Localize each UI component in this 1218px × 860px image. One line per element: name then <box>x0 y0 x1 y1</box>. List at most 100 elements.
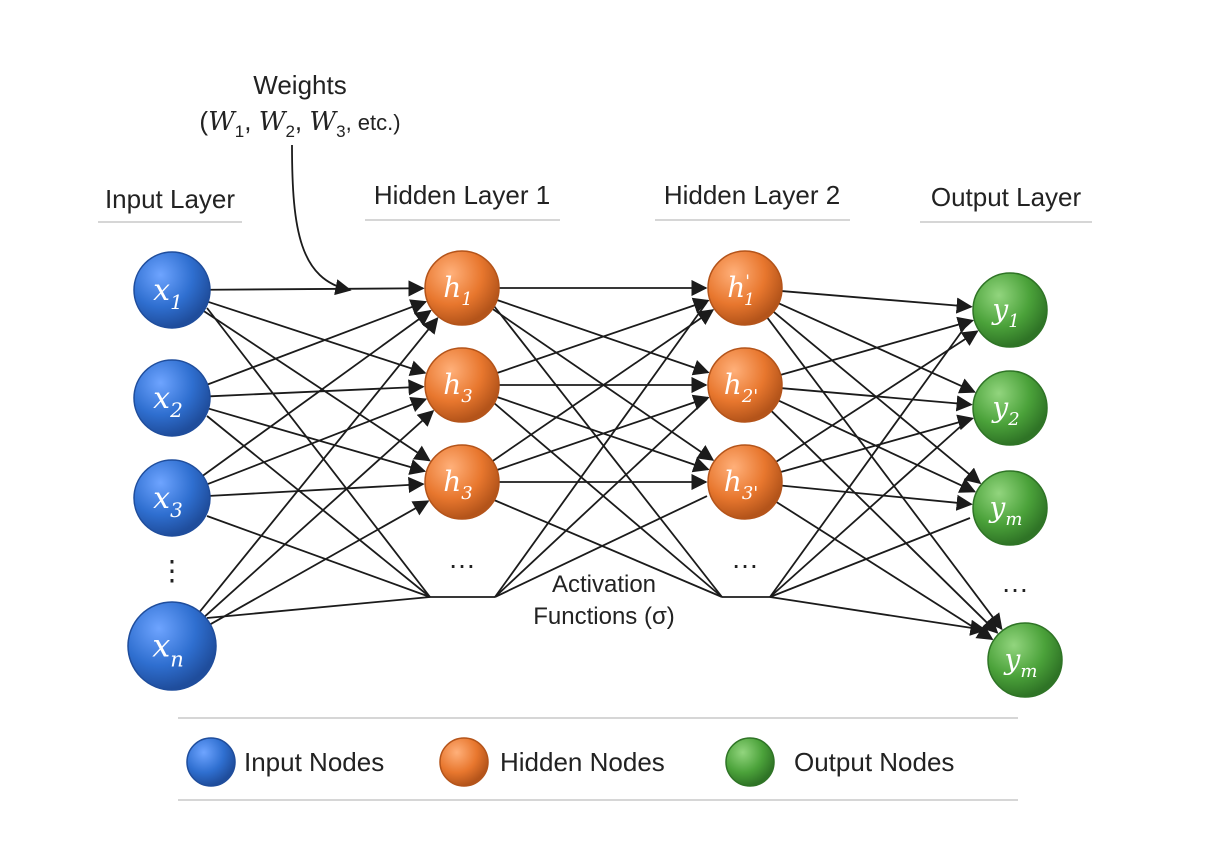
edge-hidden1-2-to-hidden2-1 <box>496 297 710 374</box>
hidden2-node-1: h'1 <box>707 250 783 326</box>
edge-input-2-to-hidden1-2 <box>209 379 425 398</box>
edge-hidden1-3-to-hidden2-2 <box>496 394 710 471</box>
edge-input-4-to-hidden1-2 <box>204 410 435 618</box>
weights-formula: (W1, W2, W3, etc.) <box>199 106 400 141</box>
edge-hidden1-ellipsis-to-hidden2-2 <box>494 398 708 598</box>
input-layer-title: Input Layer <box>105 184 235 214</box>
edge-input-1-to-hidden1-2 <box>207 300 427 377</box>
weights-annotation: Weights (W1, W2, W3, etc.) <box>199 70 401 296</box>
hidden2-node-label: h3' <box>724 465 758 504</box>
legend: Input Nodes Hidden Nodes Output Nodes <box>178 717 1018 801</box>
output-node-label: ym <box>988 491 1023 530</box>
input-node-circle <box>133 359 211 437</box>
edge-input-1-to-hidden1-1 <box>209 280 425 297</box>
edge-input-3-to-hidden1-2 <box>207 396 428 486</box>
edge-input-3-to-hidden1-ellipsis <box>206 515 431 598</box>
weights-pointer-arrow <box>291 144 352 296</box>
hidden1-node-1: h1 <box>424 250 500 326</box>
output-node-label: y1 <box>990 293 1019 332</box>
input-node-circle <box>133 459 211 537</box>
edge-input-1-to-hidden1-ellipsis <box>206 307 431 598</box>
legend-input-label: Input Nodes <box>244 747 384 777</box>
input-node-2: x2 <box>133 359 211 437</box>
edge-input-4-to-hidden1-3 <box>209 500 430 626</box>
output-node-2: y2 <box>972 370 1048 446</box>
hidden1-node-2: h3 <box>424 347 500 423</box>
hidden2-node-circle <box>707 444 783 520</box>
edge-hidden2-1-to-output-4 <box>766 317 1003 631</box>
output-node-circle <box>972 470 1048 546</box>
hidden1-node-label: h3 <box>443 368 473 407</box>
output-node-label: ym <box>1003 643 1038 682</box>
input-node-circle <box>127 601 217 691</box>
hidden1-node-circle <box>424 444 500 520</box>
network-nodes: x1 x2 x3 xn h1 h3 h3 h'1 h2' h3' y1 y2 ym ym <box>127 250 1063 698</box>
edge-hidden2-ellipsis-to-output-1 <box>769 319 971 598</box>
output-node-circle <box>972 370 1048 446</box>
edge-input-4-to-hidden1-1 <box>198 317 439 613</box>
legend-hidden-label: Hidden Nodes <box>500 747 665 777</box>
legend-output-label: Output Nodes <box>794 747 954 777</box>
output-ellipsis: … <box>1001 567 1029 598</box>
hidden2-node-circle <box>707 250 783 326</box>
edge-hidden1-ellipsis-to-hidden2-1 <box>494 301 708 598</box>
edge-input-4-to-hidden1-ellipsis <box>206 596 431 619</box>
hidden1-node-label: h1 <box>443 271 473 310</box>
edge-hidden2-ellipsis-to-output-3 <box>769 517 971 598</box>
input-node-4: xn <box>127 601 217 691</box>
output-node-1: y1 <box>972 272 1048 348</box>
activation-annotation: Activation Functions (σ) <box>533 571 675 630</box>
edge-input-2-to-hidden1-3 <box>208 407 427 475</box>
hidden1-node-circle <box>424 347 500 423</box>
edge-hidden1-ellipsis-to-hidden2-3 <box>494 495 708 598</box>
connection-edges <box>198 279 1003 640</box>
legend-output-swatch <box>725 737 775 787</box>
activation-line-1: Activation <box>552 571 656 598</box>
hidden2-node-3: h3' <box>707 444 783 520</box>
legend-hidden-swatch <box>439 737 489 787</box>
edge-hidden2-1-to-output-1 <box>781 290 973 314</box>
hidden2-node-label: h2' <box>724 368 758 407</box>
input-node-3: x3 <box>133 459 211 537</box>
edge-input-1-to-hidden1-3 <box>203 310 431 462</box>
edge-input-2-to-hidden1-ellipsis <box>206 415 431 598</box>
edge-hidden2-2-to-output-4 <box>770 410 999 634</box>
output-node-3: ym <box>972 470 1048 546</box>
output-layer-title: Output Layer <box>931 182 1082 212</box>
edge-hidden1-3-to-hidden2-1 <box>492 309 715 462</box>
edge-hidden1-2-to-hidden2-ellipsis <box>493 402 723 598</box>
hidden-layer-1-title: Hidden Layer 1 <box>374 180 550 210</box>
edge-input-2-to-hidden1-1 <box>207 299 428 386</box>
input-node-circle <box>133 251 211 329</box>
hidden2-node-2: h2' <box>707 347 783 423</box>
output-node-circle <box>972 272 1048 348</box>
edge-hidden2-2-to-output-1 <box>780 316 975 376</box>
output-node-4: ym <box>987 622 1063 698</box>
hidden2-node-label: h'1 <box>727 271 755 310</box>
edge-hidden1-3-to-hidden2-ellipsis <box>493 499 723 598</box>
output-node-circle <box>987 622 1063 698</box>
input-node-label: x1 <box>153 273 183 314</box>
edge-hidden2-3-to-output-4 <box>775 501 994 640</box>
hidden2-node-circle <box>707 347 783 423</box>
edge-hidden1-1-to-hidden2-ellipsis <box>493 305 723 598</box>
edge-input-3-to-hidden1-3 <box>209 476 425 497</box>
hidden-layer-2-title: Hidden Layer 2 <box>664 180 840 210</box>
input-ellipsis: ⋮ <box>158 555 186 586</box>
output-node-label: y2 <box>990 391 1019 430</box>
edge-hidden2-ellipsis-to-output-2 <box>769 417 971 598</box>
legend-input-swatch <box>186 737 236 787</box>
hidden-layer-1-ellipsis: … <box>448 543 476 574</box>
hidden1-node-3: h3 <box>424 444 500 520</box>
input-node-label: x2 <box>153 381 183 422</box>
edge-hidden2-3-to-output-1 <box>775 330 979 463</box>
hidden1-node-circle <box>424 250 500 326</box>
edge-hidden2-3-to-output-2 <box>780 414 974 473</box>
input-node-1: x1 <box>133 251 211 329</box>
input-node-label: xn <box>152 627 184 672</box>
edge-hidden2-ellipsis-to-output-4 <box>769 596 987 636</box>
activation-line-2: Functions (σ) <box>533 603 675 630</box>
edge-input-3-to-hidden1-1 <box>202 309 432 477</box>
weights-title: Weights <box>253 70 346 100</box>
